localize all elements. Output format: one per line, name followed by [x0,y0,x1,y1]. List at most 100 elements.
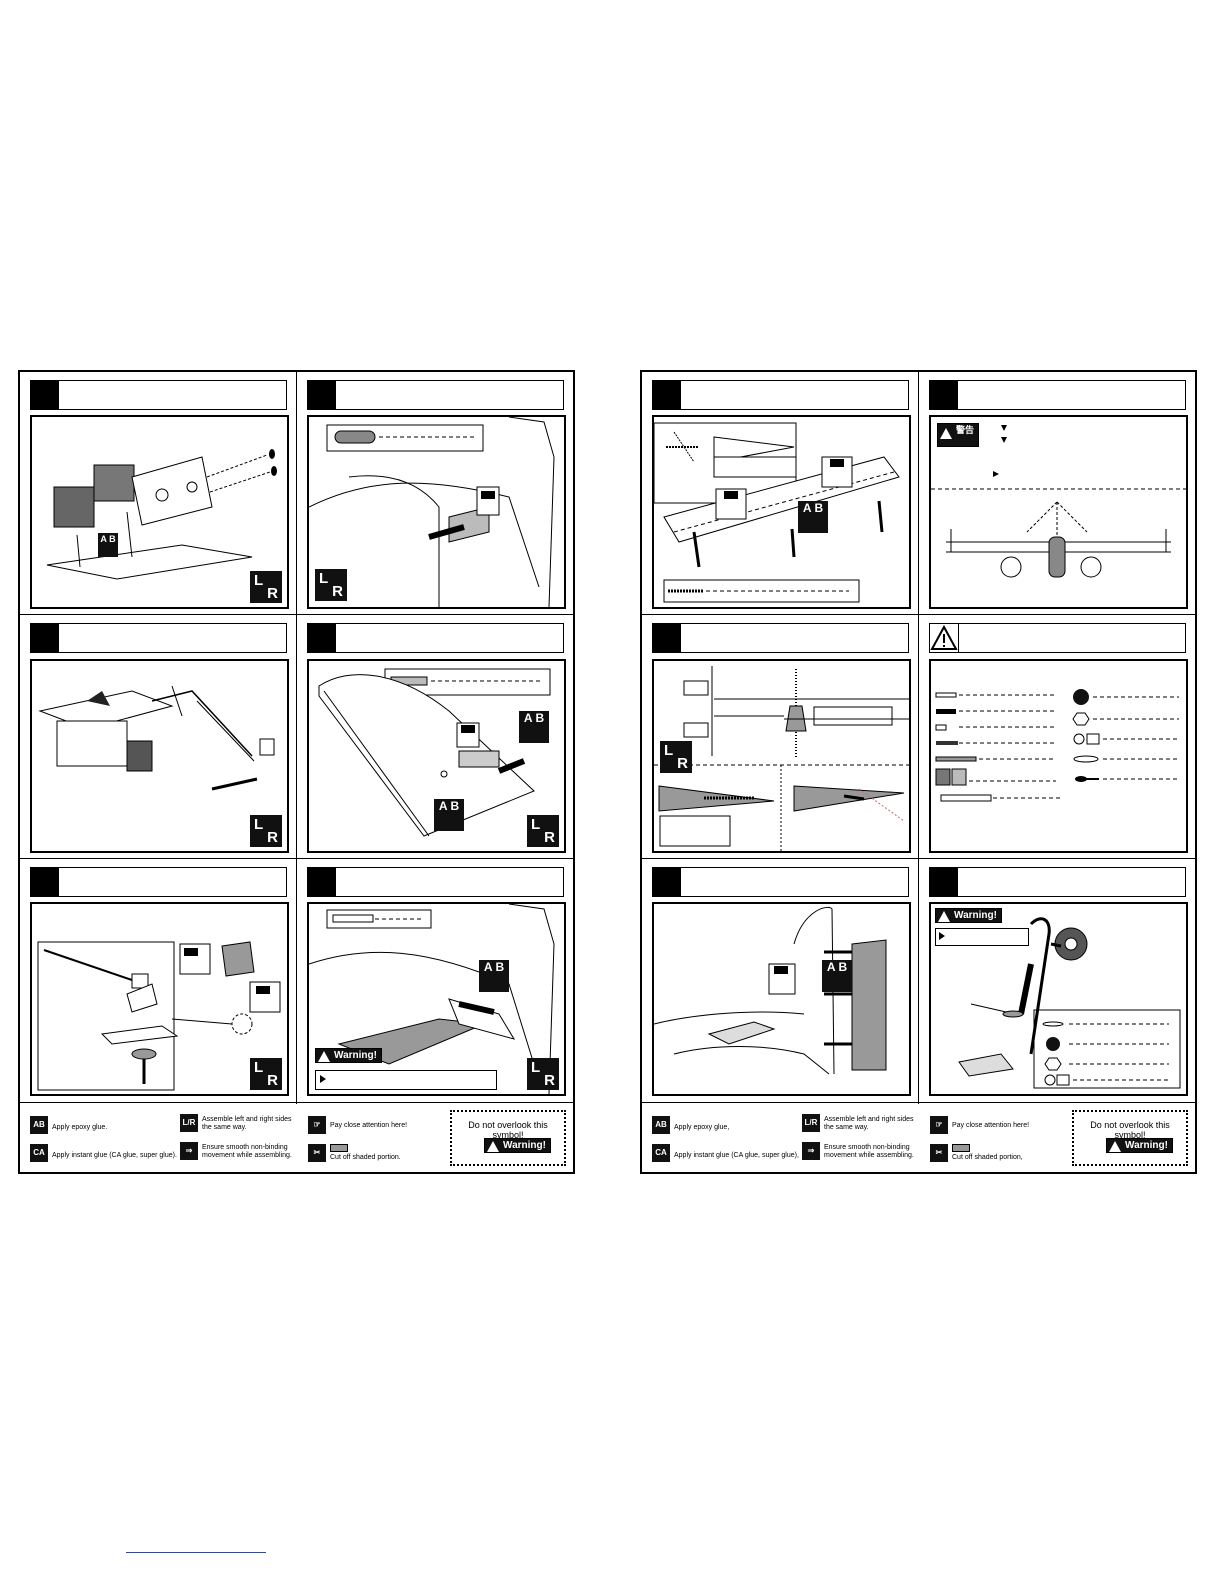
servo-mount-drawing [46,449,277,580]
warning-triangle-icon [930,624,958,650]
legend-cutoff: Cut off shaded portion. [330,1154,401,1161]
bullet-arrow-icon [320,1075,326,1083]
step-illustration: A B [652,902,911,1096]
warning-triangle-icon [938,911,950,922]
warning-triangle-icon [487,1141,499,1152]
step-header [30,623,287,653]
step-illustration: L R [30,902,289,1096]
ab-b-label: B [535,711,545,725]
legend-epoxy: Apply epoxy glue, [674,1124,730,1131]
ab-b-label: B [814,501,824,515]
step-header [30,380,287,410]
control-horn-drawing [37,941,281,1091]
step-illustration: L R [307,415,566,609]
lr-l: L [254,572,264,589]
shaded-swatch [330,1144,348,1152]
epoxy-glue-icon: A B [98,533,118,557]
left-right-icon: L R [315,569,347,601]
step-header [929,623,1186,653]
warning-triangle-icon [930,624,959,652]
ab-a-label: A [523,711,533,725]
wing-hinge-drawing [318,668,551,837]
lr-l: L [254,1059,264,1076]
step-number-box [31,381,59,409]
ab-a-label: A [826,960,836,974]
warning-badge: Warning! [935,908,1002,923]
instant-glue-icon: CA [652,1144,670,1162]
legend-attention: Pay close attention here! [330,1122,408,1129]
lr-r: R [267,829,278,846]
chinese-warning-badge: 警告 [937,423,980,447]
epoxy-glue-icon: A B [798,501,828,533]
ab-a-label: A [100,534,107,544]
rudder-drawing [654,906,887,1075]
footer-link-underline[interactable] [126,1552,266,1553]
notice-box: Do not overlook this symbol! Warning! [450,1110,566,1166]
lr-l: L [531,1059,541,1076]
step-header [30,867,287,897]
step-illustration: L R [652,659,911,853]
step-header [307,380,564,410]
cut-off-icon: ✂ [930,1144,948,1162]
ab-b-label: B [495,960,505,974]
step-header [307,623,564,653]
landing-gear-drawing [958,917,1181,1089]
epoxy-glue-icon: A B [519,711,549,743]
fuselage-hinge-drawing [309,417,555,607]
grid-divider [918,372,919,1104]
warning-badge-text: Warning! [334,1050,377,1061]
left-right-icon: L R [660,741,692,773]
instant-glue-icon: CA [30,1144,48,1162]
lr-l: L [254,816,264,833]
left-right-icon: L/R [180,1114,198,1132]
legend-lr-2: the same way. [202,1124,247,1131]
warning-badge: Warning! [1106,1138,1173,1153]
grid-divider [20,858,573,859]
step-illustration: 警告 [929,415,1188,609]
smooth-movement-icon: ⇒ [180,1142,198,1160]
legend-cutoff: Cut off shaded portion, [952,1154,1023,1161]
ab-a-label: A [438,799,448,813]
step-number-box [31,868,59,896]
grid-divider [642,1102,1195,1103]
lr-r: R [544,829,555,846]
legend-lr-1: Assemble left and right sides [824,1116,914,1123]
warning-badge-text: Warning! [1125,1140,1168,1151]
smooth-movement-icon: ⇒ [802,1142,820,1160]
symbol-legend: AB Apply epoxy glue, CA Apply instant gl… [642,1104,1195,1170]
step-illustration [929,659,1188,853]
bullet-arrow-icon [939,932,945,940]
shaded-swatch [952,1144,970,1152]
ab-a-label: A [802,501,812,515]
step-number-box [308,381,336,409]
left-right-icon: L R [527,815,559,847]
step-illustration: A B A B L R [307,659,566,853]
warning-triangle-icon [1109,1141,1121,1152]
epoxy-glue-icon: AB [652,1116,670,1134]
step-header [652,380,909,410]
pushrod-drawing [38,685,275,791]
step-header [929,380,1186,410]
lr-l: L [319,570,329,587]
parts-list-drawing [935,689,1179,802]
epoxy-glue-icon: A B [479,960,509,992]
left-right-icon: L R [250,1058,282,1090]
notice-box: Do not overlook this symbol! Warning! [1072,1110,1188,1166]
legend-lr-1: Assemble left and right sides [202,1116,292,1123]
ab-b-label: B [450,799,460,813]
step-illustration: A B Warning! L R [307,902,566,1096]
grid-divider [642,614,1195,615]
step-number-box [31,624,59,652]
epoxy-glue-icon: A B [822,960,852,992]
lr-l: L [664,742,674,759]
legend-instant: Apply instant glue (CA glue, super glue)… [674,1152,799,1159]
left-right-icon: L R [250,815,282,847]
legend-smooth-2: movement while assembling. [202,1152,292,1159]
left-right-icon: L R [527,1058,559,1090]
hinge-inspection-drawing [654,666,909,851]
step-illustration: A B [652,415,911,609]
step-illustration: L R [30,659,289,853]
step-number-box [653,624,681,652]
left-right-icon: L/R [802,1114,820,1132]
epoxy-glue-icon: A B [434,799,464,831]
